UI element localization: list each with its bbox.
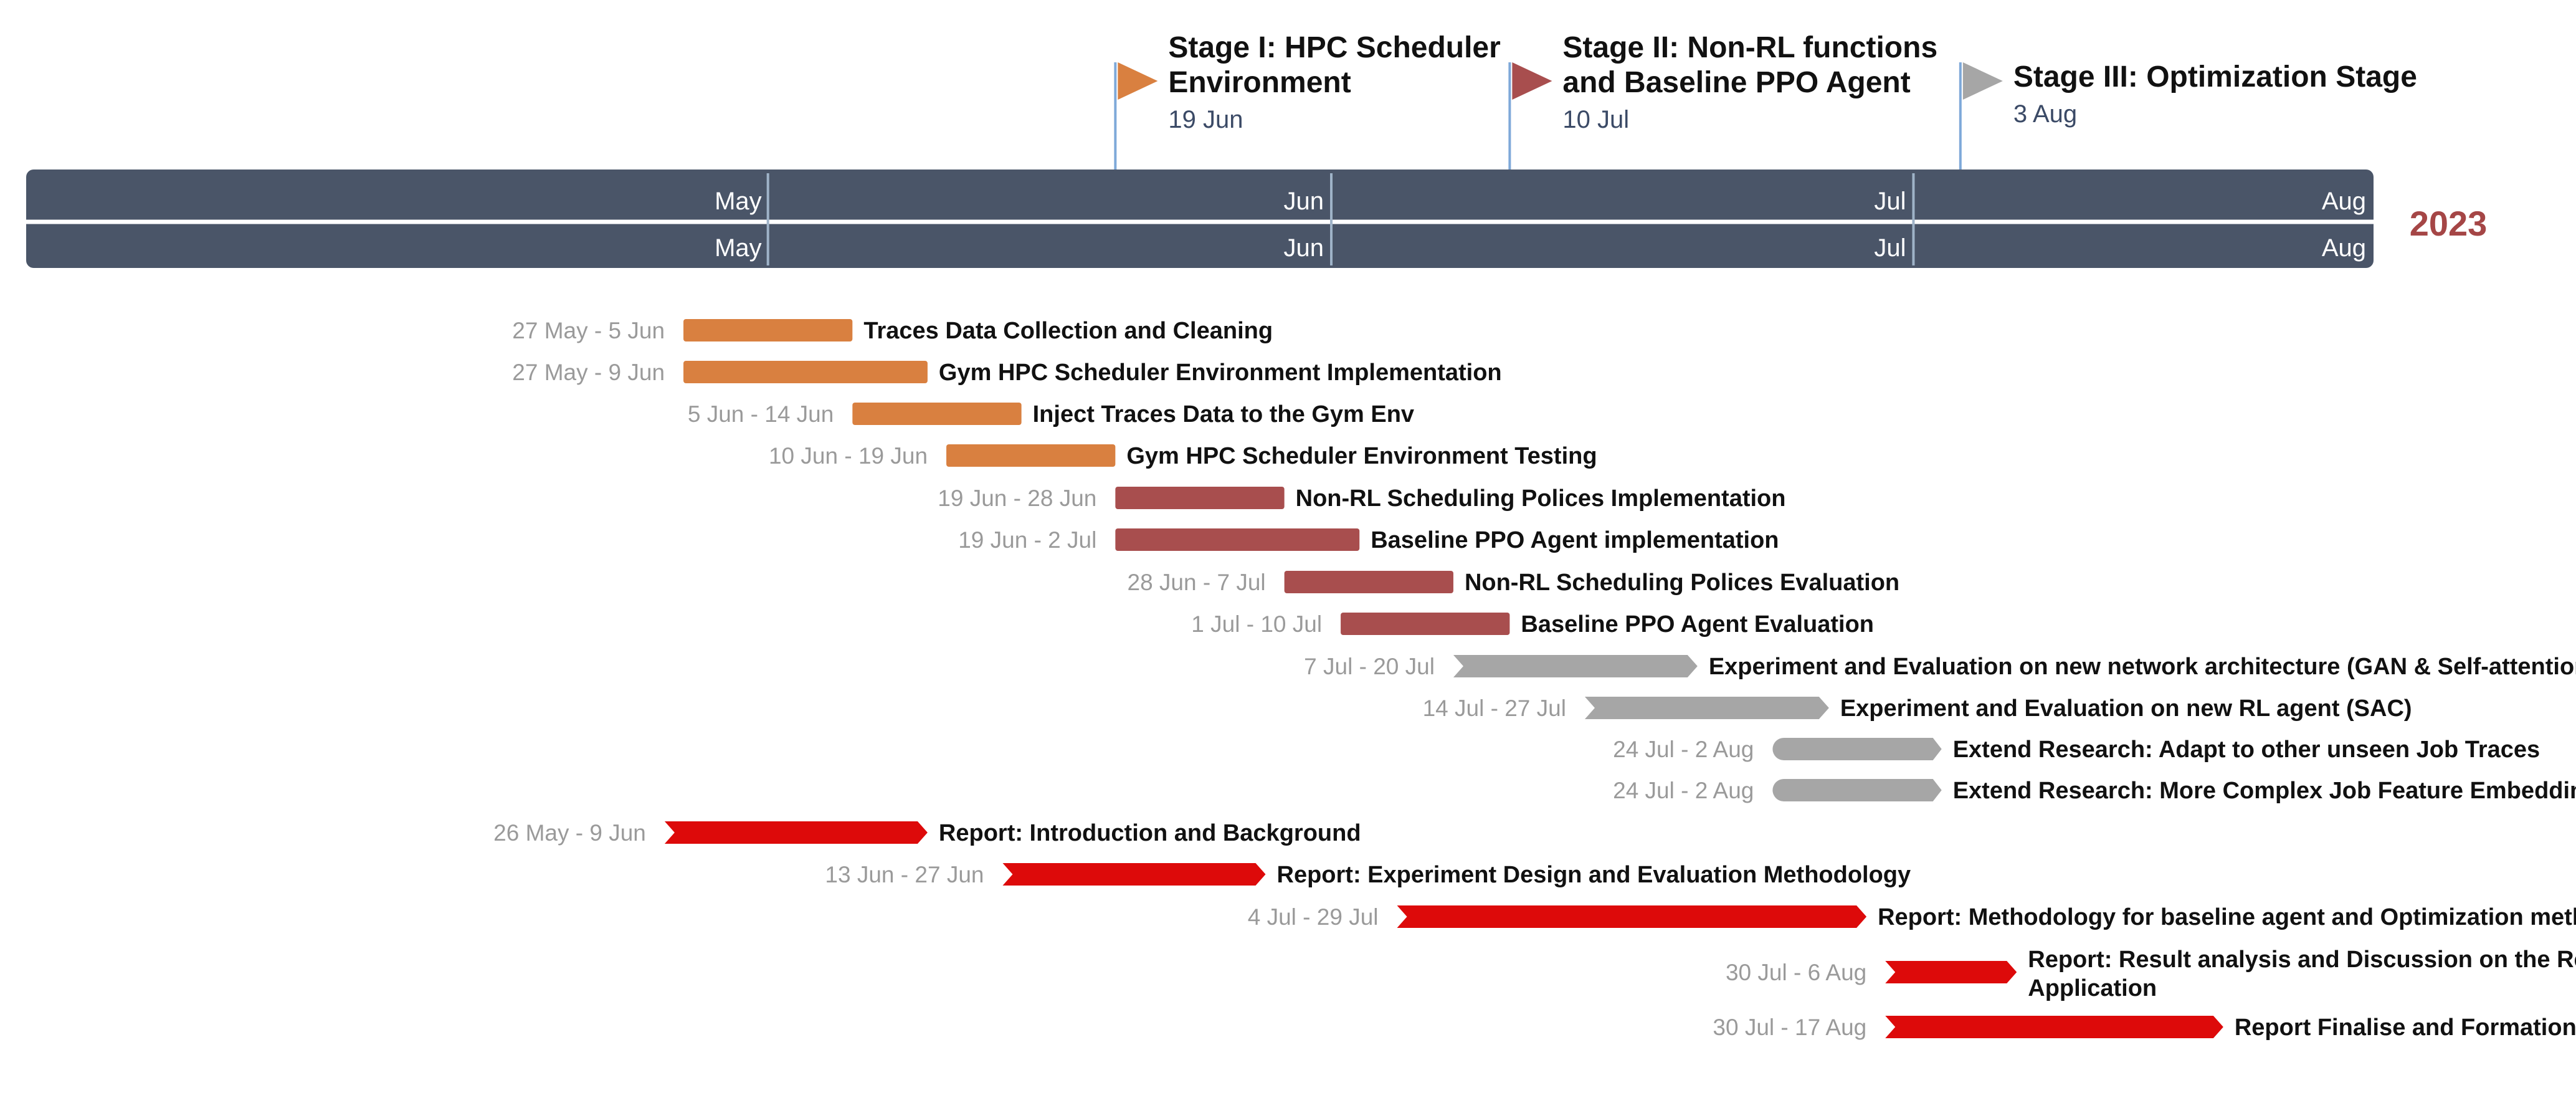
task-dates: 4 Jul - 29 Jul (1248, 904, 1379, 930)
task-label: Inject Traces Data to the Gym Env (1033, 401, 1414, 427)
timeline-month-label: May (715, 234, 762, 262)
task-row: 30 Jul - 17 Aug Report Finalise and Forma… (1713, 1015, 2576, 1041)
milestone-title: Environment (1168, 66, 1351, 99)
task-bar (664, 821, 928, 844)
timeline-month-label: Jul (1874, 234, 1906, 262)
task-label: Report: Experiment Design and Evaluation… (1277, 862, 1911, 888)
task-label: Extend Research: Adapt to other unseen J… (1953, 737, 2540, 763)
task-bar (1284, 571, 1453, 593)
milestone-date: 3 Aug (2013, 100, 2077, 128)
timeline-month-label: Jun (1284, 234, 1324, 262)
task-label: Baseline PPO Agent implementation (1371, 527, 1779, 553)
timeline-month-label: May (715, 188, 762, 215)
task-dates: 27 May - 9 Jun (512, 360, 665, 385)
task-label: Application (2028, 975, 2157, 1001)
task-row: 5 Jun - 14 Jun Inject Traces Data to the … (688, 401, 1414, 427)
task-dates: 30 Jul - 6 Aug (1726, 960, 1866, 985)
task-label: Non-RL Scheduling Polices Implementation (1296, 485, 1786, 512)
task-dates: 1 Jul - 10 Jul (1191, 611, 1322, 637)
task-dates: 27 May - 5 Jun (512, 318, 665, 343)
task-row: 7 Jul - 20 Jul Experiment and Evaluation … (1304, 654, 2576, 680)
milestone-title: Stage II: Non-RL functions (1562, 31, 1937, 64)
milestone-flag-icon (1962, 62, 2003, 100)
task-row: 14 Jul - 27 Jul Experiment and Evaluation… (1423, 695, 2412, 722)
timeline-month-label: Jul (1874, 188, 1906, 215)
task-row: 27 May - 5 Jun Traces Data Collection and… (512, 318, 1273, 344)
task-label: Experiment and Evaluation on new RL agen… (1840, 695, 2412, 722)
milestone-flag-icon (1118, 62, 1158, 100)
task-dates: 5 Jun - 14 Jun (688, 401, 834, 427)
task-row: 4 Jul - 29 Jul Report: Methodology for ba… (1248, 904, 2576, 930)
task-dates: 10 Jun - 19 Jun (769, 443, 928, 469)
task-row: 10 Jun - 19 Jun Gym HPC Scheduler Environ… (769, 443, 1597, 469)
task-dates: 26 May - 9 Jun (493, 820, 646, 846)
timeline-month-label: Jun (1284, 188, 1324, 215)
task-row: 1 Jul - 10 Jul Baseline PPO Agent Evaluat… (1191, 611, 1874, 638)
task-label: Gym HPC Scheduler Environment Testing (1126, 443, 1597, 469)
task-bar (1772, 738, 1942, 760)
task-dates: 14 Jul - 27 Jul (1423, 695, 1566, 721)
task-bar (1772, 779, 1942, 801)
task-bar (1115, 487, 1285, 509)
task-bar (1115, 528, 1360, 551)
task-bar (683, 319, 853, 341)
task-dates: 30 Jul - 17 Aug (1713, 1015, 1866, 1040)
task-label: Report: Introduction and Background (939, 820, 1361, 846)
task-label: Non-RL Scheduling Polices Evaluation (1465, 570, 1899, 596)
task-bar (683, 361, 928, 383)
task-dates: 19 Jun - 2 Jul (958, 527, 1096, 553)
task-bar (946, 444, 1116, 467)
task-row: 13 Jun - 27 Jun Report: Experiment Design… (825, 862, 1911, 888)
task-bar (1584, 697, 1829, 719)
year-label: 2023 (2410, 204, 2488, 243)
milestone-date: 10 Jul (1562, 106, 1629, 133)
task-dates: 24 Jul - 2 Aug (1613, 737, 1754, 762)
task-bar (1885, 1016, 2223, 1038)
task-dates: 24 Jul - 2 Aug (1613, 778, 1754, 803)
task-label: Gym HPC Scheduler Environment Implementa… (939, 360, 1502, 386)
task-row: 26 May - 9 Jun Report: Introduction and B… (493, 820, 1361, 846)
task-row: 27 May - 9 Jun Gym HPC Scheduler Environm… (512, 360, 1501, 386)
task-dates: 13 Jun - 27 Jun (825, 862, 984, 887)
timeline-background (26, 170, 2374, 268)
task-bar (1453, 655, 1698, 677)
task-bar (1885, 961, 2017, 983)
milestone-title: Stage III: Optimization Stage (2013, 60, 2417, 93)
milestone-title: Stage I: HPC Scheduler (1168, 31, 1500, 64)
task-row: 24 Jul - 2 Aug Extend Research: Adapt to … (1613, 737, 2540, 763)
task-label: Experiment and Evaluation on new network… (1709, 654, 2576, 680)
task-dates: 28 Jun - 7 Jul (1128, 570, 1266, 595)
timeline-month-label: Aug (2322, 234, 2366, 262)
milestone-date: 19 Jun (1168, 106, 1243, 133)
task-row: 30 Jul - 6 Aug Report: Result analysis an… (1726, 947, 2576, 1001)
task-bar (1002, 863, 1266, 886)
task-label: Report: Methodology for baseline agent a… (1878, 904, 2576, 930)
milestone: Stage III: Optimization Stage 3 Aug (1959, 60, 2417, 176)
task-label: Report: Result analysis and Discussion o… (2028, 947, 2576, 973)
task-row: 28 Jun - 7 Jul Non-RL Scheduling Polices … (1128, 570, 1900, 596)
task-dates: 7 Jul - 20 Jul (1304, 654, 1435, 679)
tasks-layer: 27 May - 5 Jun Traces Data Collection and… (493, 318, 2576, 1041)
task-label: Baseline PPO Agent Evaluation (1521, 611, 1874, 638)
task-bar (1341, 613, 1510, 635)
task-row: 19 Jun - 2 Jul Baseline PPO Agent impleme… (958, 527, 1779, 553)
task-row: 19 Jun - 28 Jun Non-RL Scheduling Polices… (938, 485, 1785, 512)
milestone-title: and Baseline PPO Agent (1562, 66, 1910, 99)
timeline-month-label: Aug (2322, 188, 2366, 215)
task-row: 24 Jul - 2 Aug Extend Research: More Comp… (1613, 778, 2576, 804)
task-label: Extend Research: More Complex Job Featur… (1953, 778, 2576, 804)
milestone-flag-icon (1512, 62, 1552, 100)
task-label: Traces Data Collection and Cleaning (863, 318, 1273, 344)
task-bar (1397, 905, 1867, 928)
task-label: Report Finalise and Formation (2235, 1015, 2576, 1041)
task-bar (852, 403, 1022, 425)
task-dates: 19 Jun - 28 Jun (938, 485, 1096, 511)
